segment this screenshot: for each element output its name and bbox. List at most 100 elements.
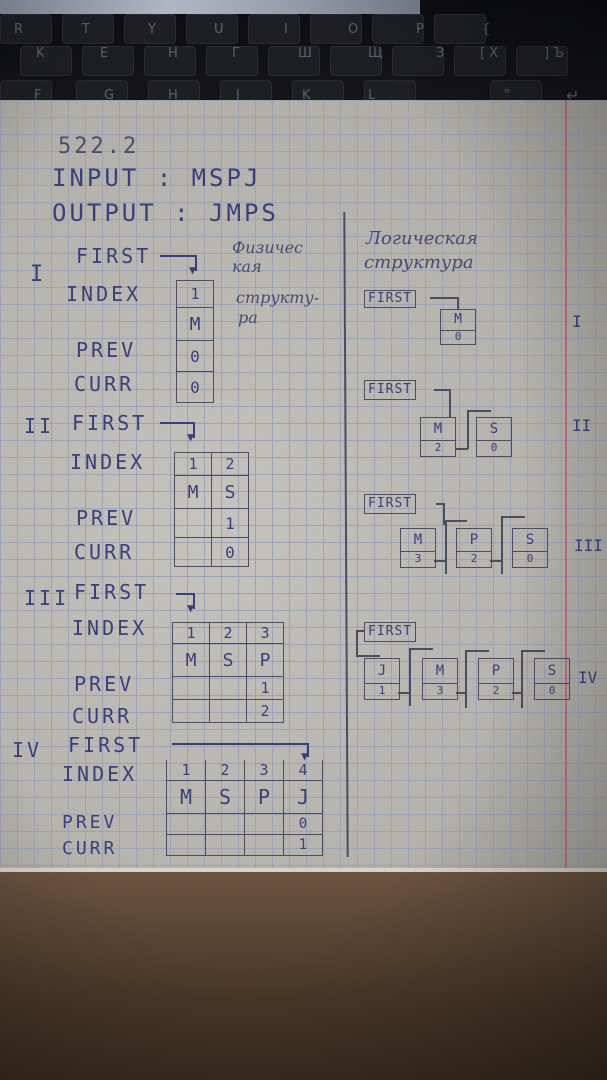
logical-node: M 0 <box>440 309 476 345</box>
logical-node: S 0 <box>512 528 548 568</box>
key <box>0 14 52 44</box>
cell-index: 2 <box>205 760 245 781</box>
logical-link <box>465 650 489 652</box>
logical-numeral: III <box>574 536 603 555</box>
row-label-index: INDEX <box>72 616 148 640</box>
cell-prev: 1 <box>246 676 284 700</box>
cell-curr: 2 <box>246 699 284 723</box>
first-label: FIRST <box>72 411 148 435</box>
node-letter: M <box>435 663 445 679</box>
logical-link <box>436 503 444 505</box>
cell-letter: M <box>176 307 214 341</box>
key <box>268 46 320 76</box>
logical-node: S 0 <box>476 417 512 457</box>
key-label: K <box>36 46 45 61</box>
first-arrow-line <box>172 743 308 745</box>
first-arrow-line <box>307 743 309 757</box>
key-label: Ш <box>298 46 312 61</box>
node-letter: S <box>489 421 499 437</box>
physical-caption-4: ра <box>238 308 258 327</box>
key-label: Y <box>148 22 156 37</box>
keyboard: R T Y U I O P { K E Н Г Ш Щ З [ X ] Ъ F … <box>0 0 607 112</box>
key <box>516 46 568 76</box>
key-label: O <box>348 22 359 37</box>
logical-link <box>467 410 491 412</box>
row-label-curr: CURR <box>62 838 118 859</box>
cell-letter: P <box>244 780 284 814</box>
physical-caption-2: кая <box>232 257 262 276</box>
first-arrow-line <box>193 422 195 438</box>
exercise-number: 522.2 <box>58 134 140 159</box>
key <box>144 46 196 76</box>
physical-caption-3: структу- <box>236 288 320 307</box>
node-letter: P <box>469 532 479 548</box>
key-label: E <box>100 46 109 61</box>
key <box>454 46 506 76</box>
cell-letter: S <box>209 643 247 677</box>
stage-numeral: I <box>30 262 47 287</box>
key <box>62 14 114 44</box>
row-label-prev: PREV <box>76 338 137 362</box>
key <box>330 46 382 76</box>
node-letter: M <box>413 532 423 548</box>
cell-index: 1 <box>166 760 206 781</box>
row-label-prev: PREV <box>62 812 118 833</box>
node-link-value: 2 <box>479 683 513 698</box>
key-label: G <box>104 88 115 103</box>
first-label: FIRST <box>76 244 152 268</box>
cell-index: 1 <box>174 452 212 476</box>
arrow-head-icon: ▼ <box>187 430 195 444</box>
logical-link <box>356 655 380 657</box>
logical-link <box>430 297 458 299</box>
wooden-table <box>0 872 607 1080</box>
input-line: INPUT : MSPJ <box>52 164 262 192</box>
cell-letter: P <box>246 643 284 677</box>
logical-link <box>521 650 523 708</box>
node-link-value: 1 <box>365 683 399 698</box>
physical-caption-1: Физичес <box>232 238 303 257</box>
cell-letter: M <box>166 780 206 814</box>
cell-prev: 0 <box>283 813 323 835</box>
key-label: [ X <box>480 46 499 61</box>
row-label-index: INDEX <box>66 282 142 306</box>
stage-numeral: III <box>24 586 70 610</box>
logical-node: M 3 <box>400 528 436 568</box>
cell-prev: 0 <box>176 340 214 372</box>
key-label: Г <box>232 46 240 61</box>
logical-link <box>356 630 358 656</box>
logical-node: M 3 <box>422 658 458 700</box>
cell-curr: 0 <box>176 371 214 403</box>
logical-node: J 1 <box>364 658 400 700</box>
cell-prev <box>244 813 284 835</box>
key-label: H <box>168 88 178 103</box>
cell-prev <box>209 676 247 700</box>
logical-first-box: FIRST <box>364 494 417 514</box>
key-label: T <box>82 22 90 37</box>
logical-numeral: II <box>572 416 592 435</box>
output-line: OUTPUT : JMPS <box>52 199 279 227</box>
logical-link <box>409 648 433 650</box>
cell-index: 1 <box>176 280 214 308</box>
logical-link <box>434 560 446 562</box>
cell-index: 1 <box>172 622 210 644</box>
key-label: P <box>416 22 424 37</box>
logical-caption-1: Логическая <box>366 228 478 249</box>
row-label-prev: PREV <box>76 506 137 530</box>
logical-link <box>456 448 468 450</box>
cell-curr: 0 <box>211 537 249 567</box>
logical-link <box>409 648 411 706</box>
node-letter: P <box>491 663 501 679</box>
node-link-value: 2 <box>421 440 455 455</box>
node-link-value: 0 <box>441 330 475 343</box>
key-label: K <box>302 88 311 103</box>
physical-table-1: 1 M 0 0 <box>176 280 214 403</box>
logical-link <box>445 520 467 522</box>
cell-letter: J <box>283 780 323 814</box>
logical-numeral: I <box>572 312 582 331</box>
arrow-head-icon: ▼ <box>189 263 197 277</box>
cell-prev <box>174 508 212 538</box>
key-label: J <box>236 88 240 103</box>
logical-link <box>512 692 522 694</box>
row-label-prev: PREV <box>74 672 135 696</box>
key-label: Н <box>168 46 178 61</box>
